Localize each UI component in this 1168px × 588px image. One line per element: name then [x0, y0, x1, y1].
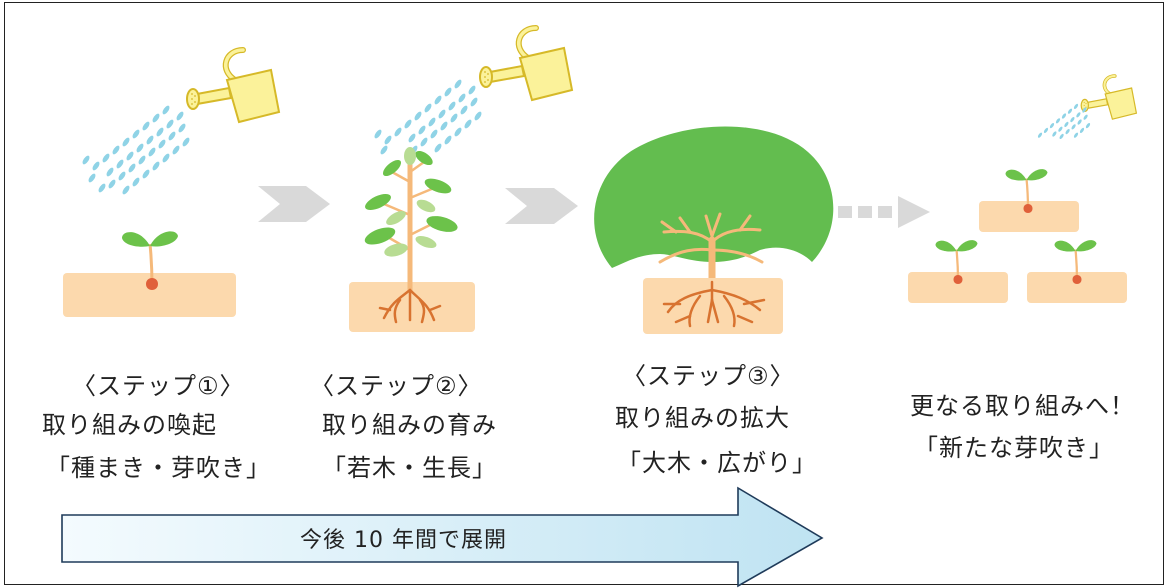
step3-line1: 取り組みの拡大	[615, 404, 790, 432]
roots-icon-stage2	[378, 288, 442, 324]
step3-line2: 「大木・広がり」	[617, 449, 817, 477]
watering-can-icon-stage1	[187, 50, 279, 122]
step1-label: 〈ステップ①〉	[72, 372, 245, 400]
dotted-arrow-icon	[838, 196, 930, 228]
water-drops-icon-stage1	[81, 104, 191, 196]
step3-label: 〈ステップ③〉	[622, 362, 795, 390]
step1-line2: 「種まき・芽吹き」	[46, 454, 271, 482]
next-line2: 「新たな芽吹き」	[914, 434, 1114, 462]
roots-icon-stage3	[662, 280, 766, 328]
tree-icon	[594, 126, 834, 268]
soil-block-next-left	[908, 272, 1008, 303]
step1-line1: 取り組みの喚起	[42, 411, 217, 439]
chevron-arrow-icon-2	[505, 188, 578, 224]
watering-can-icon-next	[1079, 74, 1139, 122]
soil-block-stage2	[349, 282, 475, 332]
step2-line1: 取り組みの育み	[322, 411, 497, 439]
soil-block-stage1	[63, 273, 236, 317]
step2-label: 〈ステップ②〉	[310, 372, 483, 400]
watering-can-icon-stage2	[480, 28, 572, 100]
timeline-arrow	[61, 486, 824, 588]
soil-block-next-right	[1027, 272, 1127, 303]
water-drops-icon-stage2	[373, 78, 483, 156]
timeline-arrow-label: 今後 10 年間で展開	[300, 528, 507, 553]
soil-block-next-top	[979, 201, 1079, 232]
sapling-icon	[364, 147, 458, 292]
chevron-arrow-icon-1	[258, 186, 330, 222]
step2-line2: 「若木・生長」	[322, 454, 497, 482]
next-line1: 更なる取り組みへ！	[910, 392, 1135, 420]
